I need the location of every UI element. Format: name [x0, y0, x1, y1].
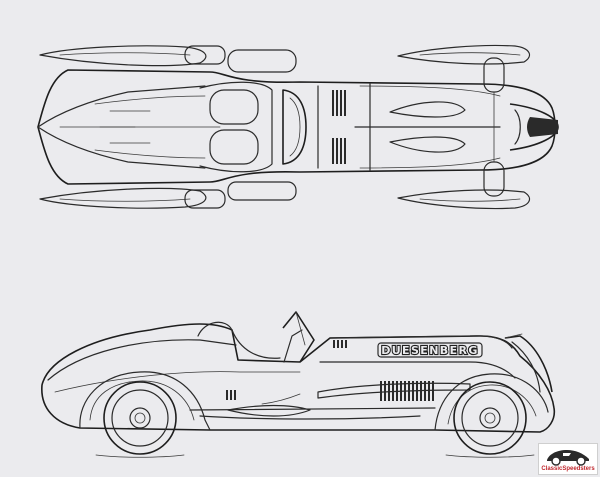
rear-fender-pod-top [39, 45, 207, 67]
grille-surround-plan [514, 109, 521, 145]
tail-upper-curve [47, 339, 237, 381]
classicspeedsters-logo: ClassicSpeedsters [538, 443, 598, 475]
running-board [189, 407, 436, 411]
front-fender-pod-bottom [397, 189, 531, 210]
ground-line [95, 454, 535, 458]
windscreen-plan [282, 89, 307, 165]
nameplate-text: DUESENBERG [381, 344, 479, 357]
bonnet-louvres-plan [332, 90, 346, 164]
nose-side [504, 335, 553, 393]
rear-fender-pod-bottom-rib [59, 198, 191, 202]
radiator-grille-plan [527, 117, 558, 137]
front-wheel-bottom-plan [483, 161, 505, 197]
cowl-louvres-side [333, 340, 347, 348]
cockpit-rim [199, 81, 273, 173]
logo-wordmark: ClassicSpeedsters [541, 466, 595, 472]
tail-rib-top [94, 95, 206, 105]
hood-panel-top [359, 85, 501, 97]
seat-left-plan [209, 89, 259, 125]
headrest-hump [197, 321, 233, 337]
windscreen-post [295, 311, 306, 346]
rear-wheel-side [103, 381, 177, 455]
hood-top-line [329, 335, 513, 349]
hood-panel-bottom [359, 157, 501, 169]
windscreen-frame-plan [289, 97, 301, 157]
running-board-bevel [199, 415, 421, 420]
spare-mount-plan [227, 181, 297, 201]
hood-ornament [504, 333, 523, 339]
logo-car-icon [547, 450, 589, 466]
hood-teardrop-top [389, 101, 466, 118]
exhaust-outlet [261, 393, 301, 405]
front-fender-pod-top-rib [419, 52, 521, 56]
front-fender-side [434, 373, 549, 431]
tail-fin-top [37, 85, 206, 128]
tail-rib-bottom [94, 149, 206, 159]
rear-fender-skirt [89, 380, 195, 421]
windscreen-side [282, 311, 315, 363]
rear-fender-pod-top-rib [59, 52, 191, 56]
side-louvres-rear [226, 390, 236, 400]
rear-wheel-bottom-plan [184, 189, 226, 209]
front-wheel-top-plan [483, 57, 505, 93]
side-body-outline [41, 323, 556, 433]
tail-belt-line [54, 371, 301, 393]
front-wheel-side [453, 381, 527, 455]
tail-fin-bottom [37, 126, 206, 169]
nameplate-panel [377, 342, 483, 358]
hood-side-line [319, 361, 516, 379]
hood-teardrop-bottom [389, 136, 466, 153]
lower-step-teardrop [227, 404, 311, 417]
rear-fender-pod-bottom [39, 187, 207, 209]
side-elevation: DUESENBERG [41, 311, 556, 458]
front-fender-inner [447, 384, 537, 425]
steering-wheel-side [283, 329, 303, 363]
cockpit-opening [231, 329, 281, 359]
front-fender-pod-bottom-rib [419, 198, 521, 202]
grille-side [511, 341, 541, 393]
seat-right-plan [209, 129, 259, 165]
rear-fender-side [79, 371, 211, 431]
rear-wheel-top-plan [184, 45, 226, 65]
roll-hoop-plan [227, 49, 297, 73]
plan-view [37, 44, 559, 210]
front-fender-pod-top [397, 44, 531, 65]
